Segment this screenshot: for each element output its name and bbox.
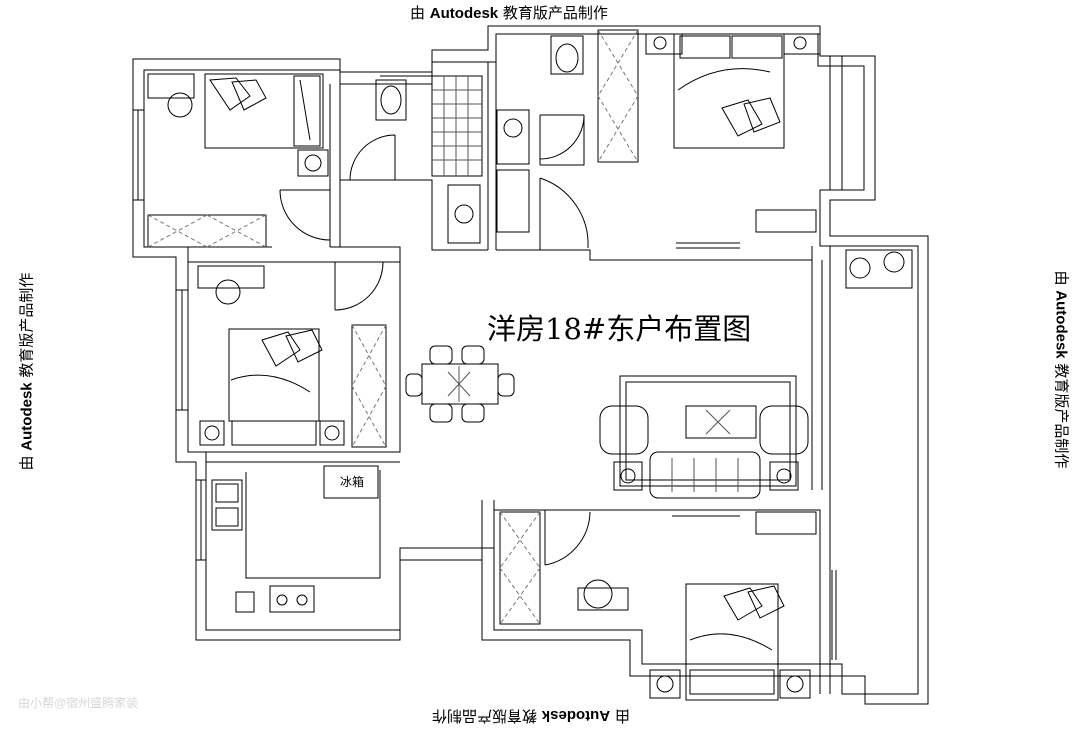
dining-table-icon — [421, 363, 499, 405]
bed-icon — [204, 73, 324, 149]
desk-icon — [755, 511, 817, 535]
rug-icon — [619, 375, 797, 487]
chair-icon — [461, 345, 485, 365]
bathroom-top — [496, 35, 584, 233]
laundry-balcony — [845, 249, 913, 289]
wardrobe-icon — [147, 214, 267, 248]
plan-title: 洋房18#东户布置图 — [487, 312, 752, 346]
bedroom-middle-left — [197, 265, 387, 448]
bathroom-left — [375, 75, 483, 244]
armchair-icon — [599, 405, 649, 455]
chair-icon — [215, 279, 241, 305]
pillow-icon — [721, 97, 781, 137]
kitchen-sink-icon — [211, 479, 243, 531]
nightstand-icon — [297, 149, 329, 177]
windows — [133, 71, 837, 660]
stamp-prefix: 由 — [410, 4, 426, 22]
toilet-icon — [550, 35, 584, 75]
fridge-label: 冰箱 — [340, 474, 364, 489]
bedroom-top-right — [597, 29, 821, 233]
sofa-icon — [649, 451, 761, 499]
fridge-icon — [323, 465, 379, 499]
wardrobe-icon — [351, 324, 387, 448]
bed-icon — [228, 328, 320, 422]
coffee-table-icon — [685, 405, 757, 439]
kitchen: 冰箱 — [211, 465, 379, 613]
chair-icon — [583, 579, 613, 609]
nightstand-icon — [199, 420, 225, 446]
bedroom-bottom-right — [499, 511, 817, 701]
sink-icon — [496, 109, 530, 165]
pillow-icon — [261, 329, 323, 367]
desk-icon — [755, 209, 817, 233]
nightstand-icon — [319, 420, 345, 446]
bed-icon — [673, 33, 785, 149]
wardrobe-icon — [597, 29, 639, 163]
stamp-brand: Autodesk — [429, 5, 499, 22]
sink-icon — [447, 184, 481, 244]
pillow-icon — [209, 77, 267, 111]
desk-icon — [577, 587, 629, 611]
shower-tray-icon — [431, 75, 483, 177]
washer-icon — [845, 249, 913, 289]
chair-icon — [429, 403, 453, 423]
wardrobe-icon — [499, 511, 541, 625]
chair-icon — [405, 373, 423, 397]
outer-walls — [132, 25, 929, 705]
dining-area — [405, 345, 515, 423]
armchair-icon — [759, 405, 809, 455]
doors — [279, 114, 591, 566]
living-area — [599, 375, 809, 499]
stamp-suffix: 教育版产品制作 — [502, 4, 608, 22]
side-table-icon — [769, 461, 799, 491]
site-watermark: 由小帮@宿州盛腾家装 — [18, 696, 139, 710]
nightstand-icon — [645, 33, 683, 55]
toilet-icon — [375, 79, 407, 121]
desk-icon — [197, 265, 265, 289]
chair-icon — [429, 345, 453, 365]
bed-icon — [685, 583, 779, 701]
side-table-icon — [613, 461, 643, 491]
pillow-icon — [723, 585, 785, 621]
nightstand-icon — [649, 669, 681, 699]
stove-icon — [269, 585, 315, 613]
chair-icon — [497, 373, 515, 397]
bedroom-top-left — [147, 73, 329, 248]
chair-icon — [167, 92, 193, 118]
chair-icon — [461, 403, 485, 423]
autodesk-stamp-top: 由 Autodesk 教育版产品制作 — [410, 2, 608, 23]
nightstand-icon — [779, 669, 811, 699]
interior-walls — [144, 62, 831, 694]
